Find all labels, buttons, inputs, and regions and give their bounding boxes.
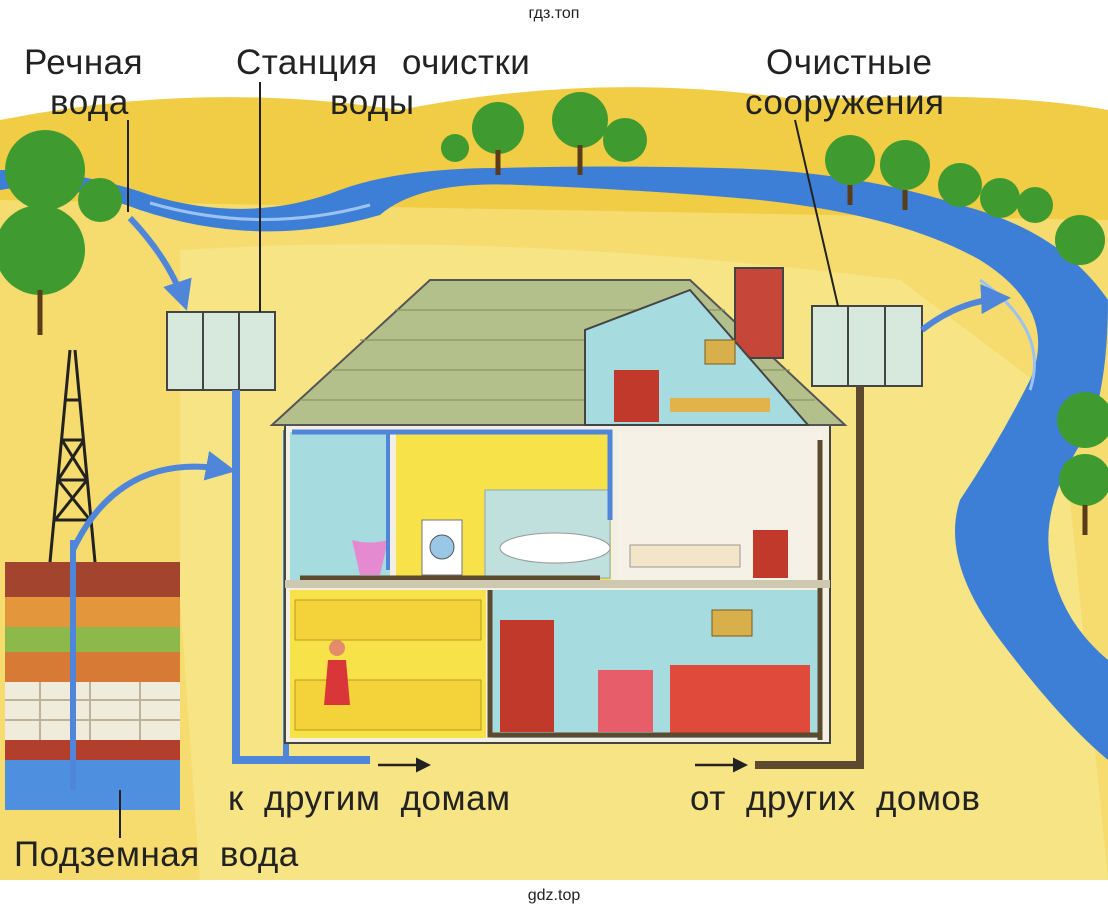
label-ground-water: Подземная вода — [14, 835, 299, 874]
river-intake-arrow — [127, 215, 192, 311]
label-water-station-2: воды — [330, 83, 415, 122]
trees — [0, 92, 1108, 506]
house — [269, 267, 848, 744]
chimney — [734, 267, 784, 359]
label-treatment-facilities-2: сооружения — [745, 83, 945, 122]
treated-outflow-arrow — [920, 284, 1011, 333]
water-station-box — [166, 311, 276, 391]
label-water-station: Станция очистки — [236, 43, 531, 82]
waste-pipe — [755, 386, 864, 769]
label-river-water-2: вода — [50, 83, 129, 122]
well-tower — [48, 349, 97, 563]
soil-layers — [5, 562, 180, 810]
label-from-other-houses: от других домов — [690, 779, 981, 818]
label-to-other-houses: к другим домам — [228, 779, 511, 818]
water-cycle-diagram — [0, 32, 1108, 882]
well-flow-arrow — [70, 450, 236, 552]
treatment-label-line — [794, 119, 839, 307]
sewage-treatment-box — [811, 305, 923, 387]
clean-pipe — [232, 390, 370, 764]
label-treatment-facilities: Очистные — [766, 43, 933, 82]
river — [0, 166, 1108, 760]
watermark-bottom: gdz.top — [527, 887, 581, 904]
watermark-top: гдз.топ — [528, 5, 580, 22]
label-river-water: Речная — [24, 43, 144, 82]
